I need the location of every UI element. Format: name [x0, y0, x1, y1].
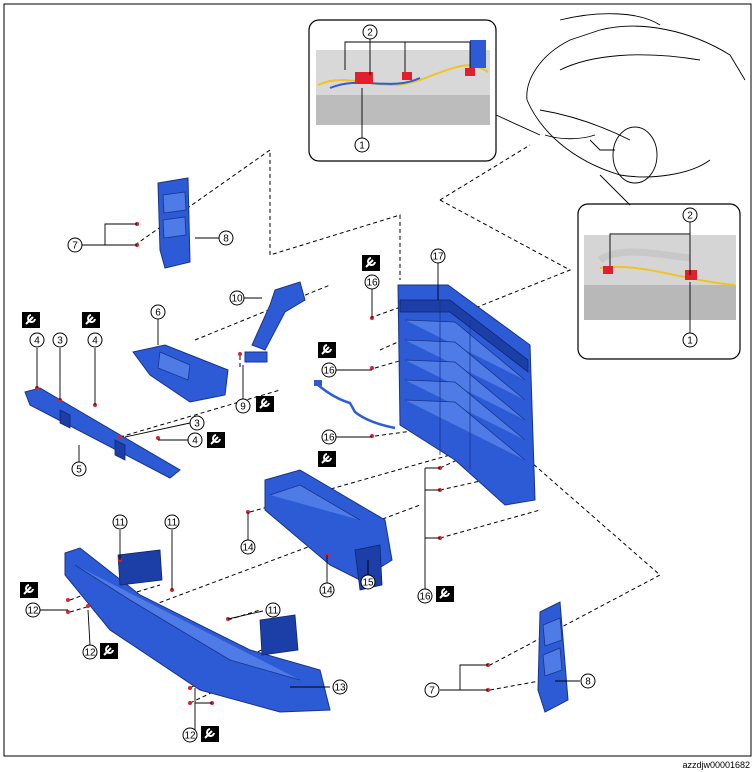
callouts: 2 1 2 1 7 8 10 6 4 3 4 3 4 5 9 16 17 16 …: [25, 24, 698, 743]
detail-inset-right: [577, 203, 741, 360]
part-5-rail: [24, 387, 181, 479]
callout-9: 9: [235, 398, 251, 414]
callout-4-right: 4: [187, 432, 203, 448]
svg-text:16: 16: [323, 433, 335, 444]
callout-14-a: 14: [240, 539, 256, 555]
inset-connector-right: [599, 174, 631, 206]
wrench-icon: [256, 396, 274, 412]
wrench-icons: [20, 255, 454, 742]
callout-5: 5: [71, 461, 87, 477]
svg-text:12: 12: [184, 731, 196, 742]
wrench-icon: [362, 255, 380, 271]
callout-13: 13: [332, 679, 348, 695]
wrench-icon: [100, 643, 118, 659]
callout-6: 6: [150, 304, 166, 320]
callout-16-b: 16: [321, 362, 337, 378]
inset-top-leaders: [344, 38, 471, 75]
callout-7-top: 7: [67, 237, 83, 253]
callout-3-left: 3: [52, 332, 68, 348]
svg-text:11: 11: [167, 518, 178, 529]
diagram-frame: [3, 3, 752, 757]
figure-id: azzdjw00001682: [682, 760, 750, 770]
svg-text:14: 14: [242, 543, 254, 554]
callout-leaders: [36, 223, 580, 733]
callout-11-c: 11: [265, 602, 281, 618]
svg-text:2: 2: [367, 28, 373, 39]
svg-text:17: 17: [432, 252, 444, 263]
part-6-bracket: [132, 344, 229, 403]
callout-16-c: 16: [321, 429, 337, 445]
svg-text:4: 4: [34, 336, 40, 347]
callout-15: 15: [360, 574, 376, 590]
svg-text:7: 7: [72, 241, 78, 252]
svg-text:4: 4: [192, 436, 198, 447]
wrench-icon: [436, 586, 454, 602]
callout-16-a: 16: [364, 274, 380, 290]
svg-text:11: 11: [115, 518, 126, 529]
inset-right-leaders: [609, 222, 691, 275]
part-8-lower-bracket: [537, 601, 569, 713]
svg-text:11: 11: [268, 606, 279, 617]
part-8-upper-bracket: [157, 177, 191, 269]
callout-2-right: 2: [682, 207, 698, 223]
part-14-undercover: [264, 469, 393, 591]
svg-text:2: 2: [687, 211, 693, 222]
svg-text:14: 14: [321, 586, 333, 597]
svg-text:12: 12: [84, 648, 96, 659]
wrench-icon: [20, 582, 38, 598]
svg-text:7: 7: [429, 686, 435, 697]
svg-text:12: 12: [27, 606, 39, 617]
callout-8-top: 8: [218, 230, 234, 246]
svg-text:8: 8: [585, 677, 591, 688]
svg-text:16: 16: [366, 278, 378, 289]
svg-text:6: 6: [155, 308, 161, 319]
wrench-icon: [201, 726, 219, 742]
callout-14-b: 14: [319, 582, 335, 598]
svg-text:4: 4: [92, 336, 98, 347]
wrench-icon: [318, 342, 336, 358]
detail-inset-top: [308, 19, 497, 162]
svg-text:3: 3: [57, 336, 63, 347]
svg-text:9: 9: [240, 402, 246, 413]
wrench-icon: [82, 312, 100, 328]
svg-text:5: 5: [76, 465, 82, 476]
part-10-stay: [251, 281, 306, 351]
svg-text:1: 1: [687, 336, 693, 347]
callout-10: 10: [229, 290, 245, 306]
part-17-shutter-assembly: [397, 284, 536, 506]
callout-12-c: 12: [182, 727, 198, 743]
callout-4-mid: 4: [87, 332, 103, 348]
svg-text:16: 16: [323, 366, 335, 377]
callout-16-d: 16: [417, 588, 433, 604]
svg-text:3: 3: [194, 419, 200, 430]
svg-text:13: 13: [334, 683, 346, 694]
callout-3-right: 3: [189, 415, 205, 431]
callout-12-b: 12: [82, 644, 98, 660]
wrench-icon: [22, 312, 40, 328]
callout-11-b: 11: [164, 514, 180, 530]
part-9-clip: [244, 351, 268, 363]
callout-1-top: 1: [354, 137, 370, 153]
callout-11-a: 11: [112, 514, 128, 530]
callout-12-a: 12: [25, 602, 41, 618]
wrench-icon: [318, 451, 336, 467]
svg-text:1: 1: [359, 141, 365, 152]
callout-1-right: 1: [682, 332, 698, 348]
callout-4-left: 4: [29, 332, 45, 348]
svg-text:16: 16: [419, 592, 431, 603]
wire-harness: [314, 380, 396, 430]
callout-2-top: 2: [362, 24, 378, 40]
svg-text:10: 10: [231, 294, 243, 305]
callout-8-bottom: 8: [580, 673, 596, 689]
vehicle-outline: [526, 13, 746, 184]
inset-connector-top: [495, 114, 541, 136]
wrench-icon: [207, 432, 225, 448]
part-13-bumper-reinforcement: [64, 547, 331, 713]
callout-7-bottom: 7: [424, 682, 440, 698]
svg-text:8: 8: [223, 234, 229, 245]
svg-text:15: 15: [362, 578, 374, 589]
callout-17: 17: [430, 248, 446, 264]
